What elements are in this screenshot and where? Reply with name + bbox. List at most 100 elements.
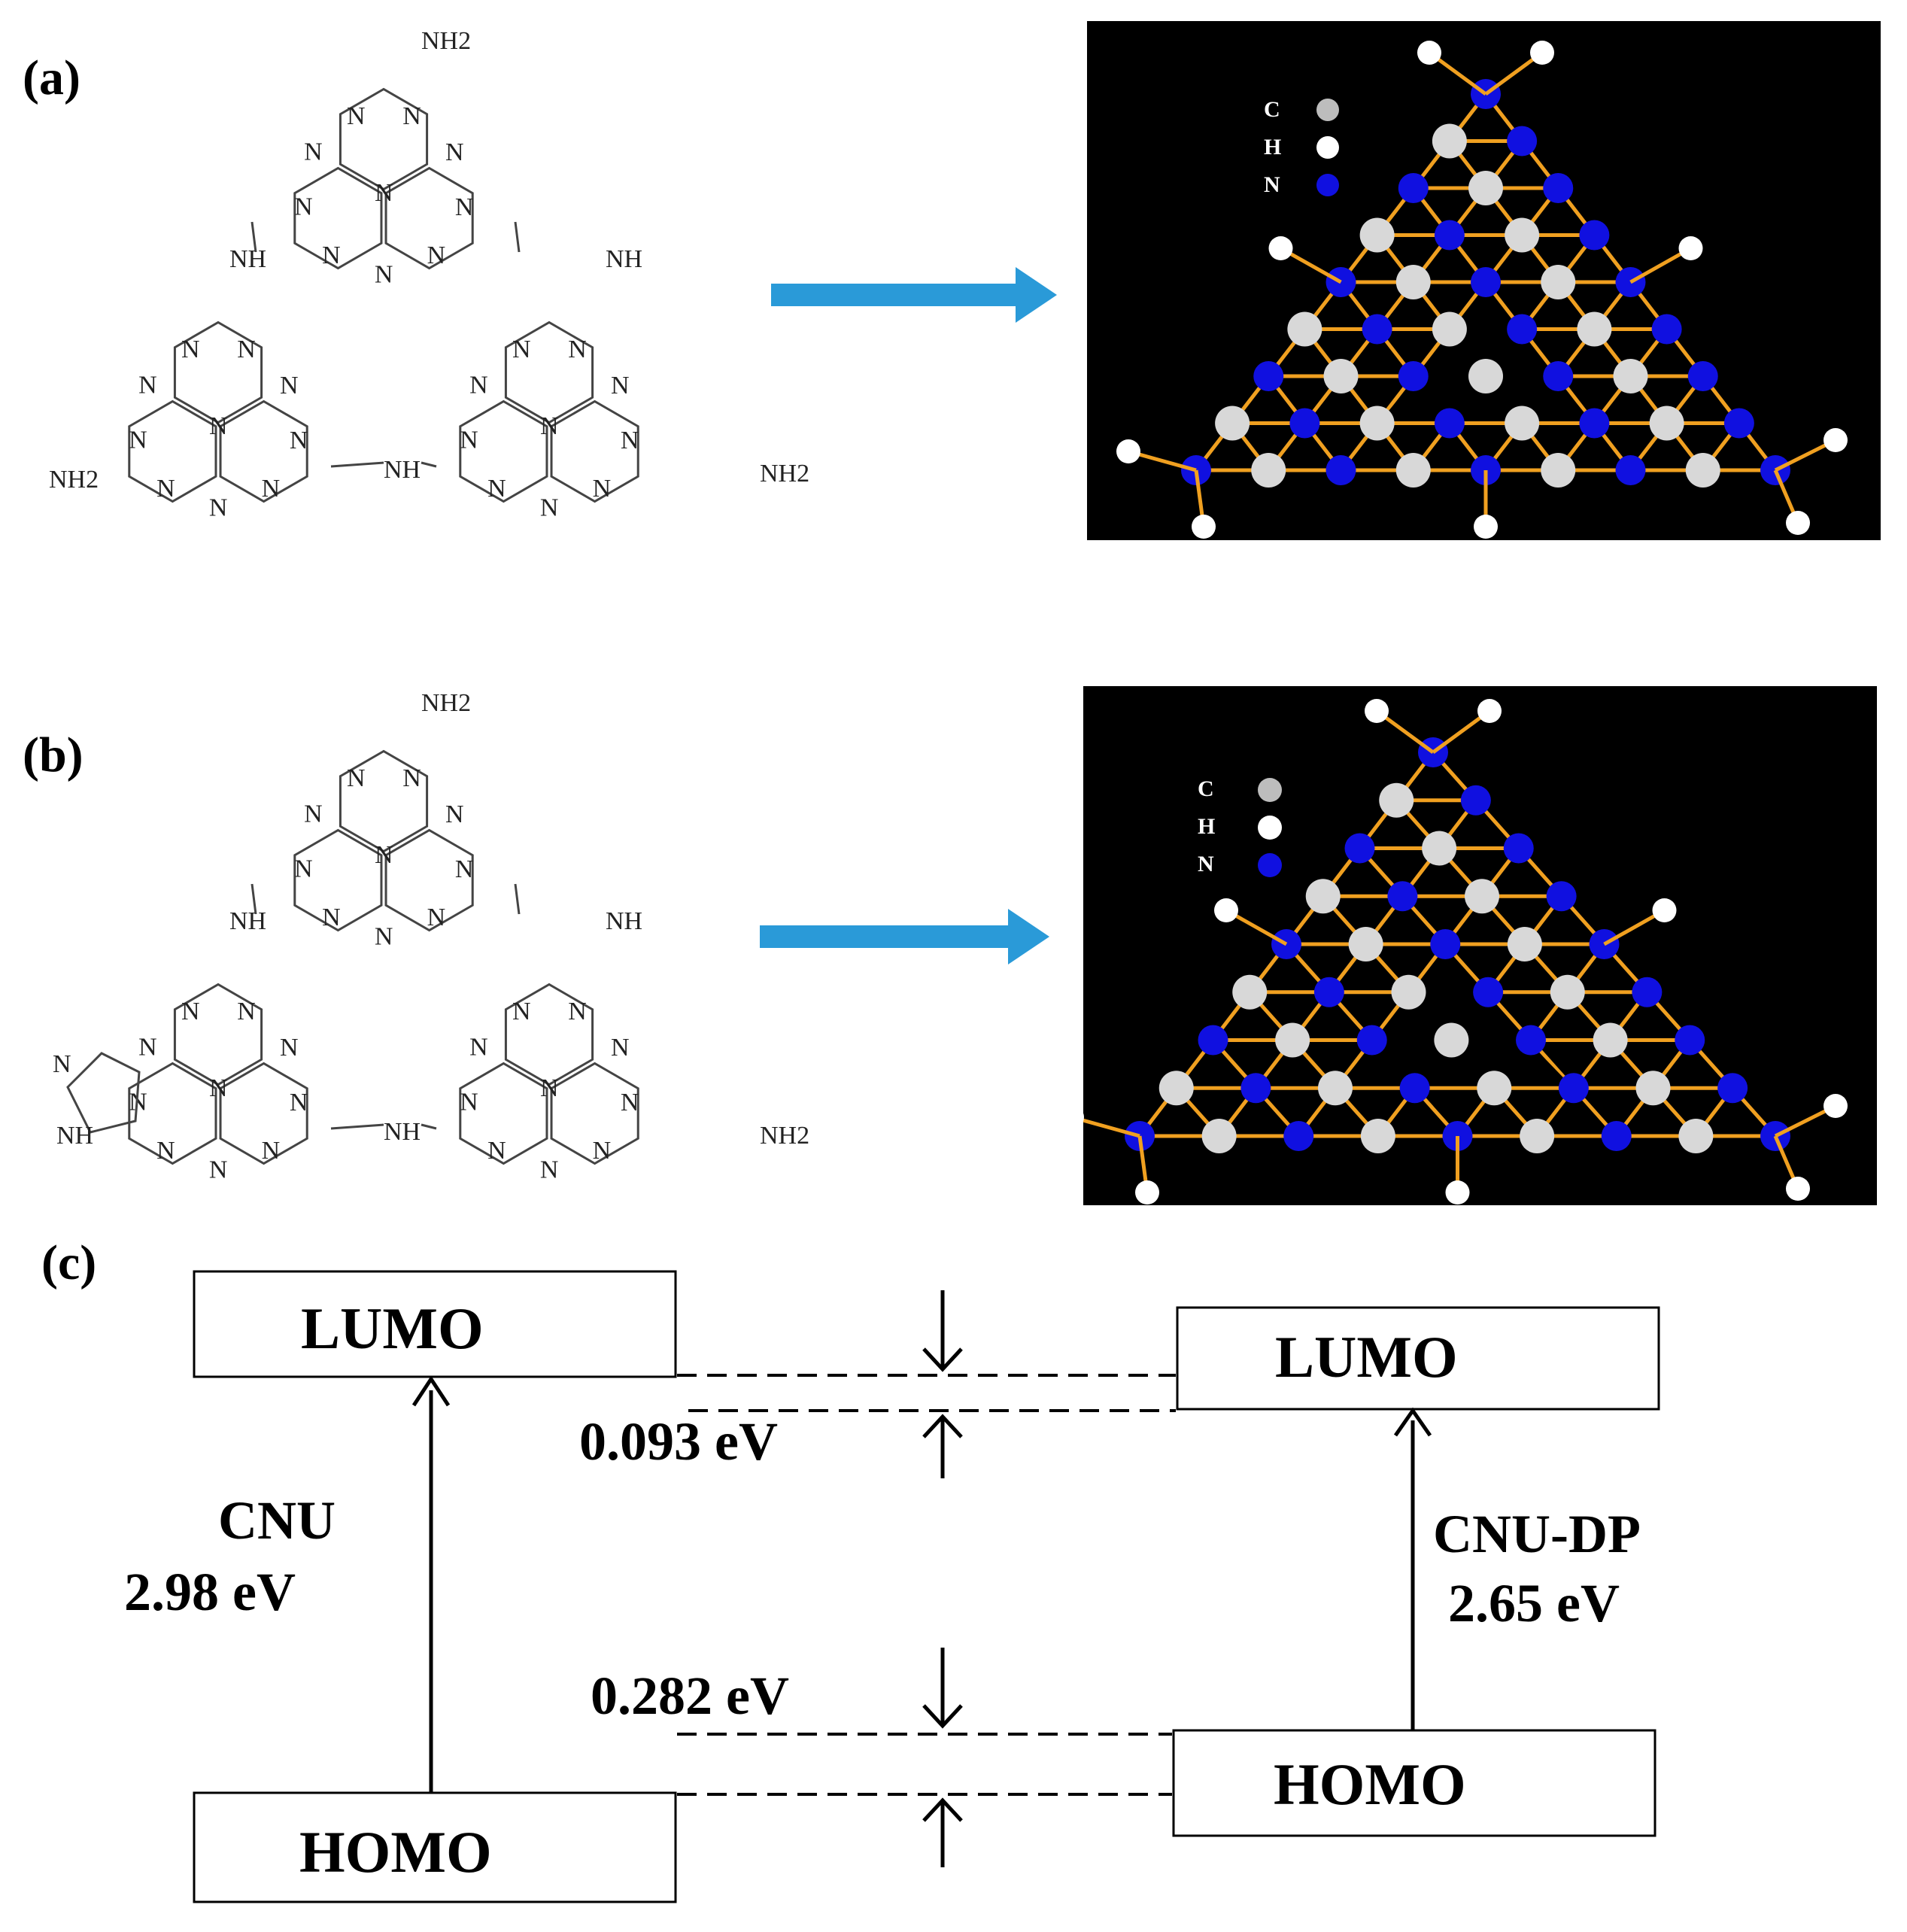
n-atom-label: N [540, 1074, 559, 1102]
nitrogen-atom [1313, 977, 1344, 1007]
n-atom-label: N [290, 1089, 308, 1116]
nitrogen-atom [1253, 361, 1284, 391]
n-atom-label: N [469, 372, 488, 399]
carbon-atom [1395, 453, 1431, 488]
n-atom-label: N [347, 764, 366, 792]
nitrogen-atom [1473, 977, 1504, 1007]
carbon-atom [1550, 974, 1585, 1010]
n-atom-label: N [487, 475, 506, 503]
nh2-label: NH2 [421, 689, 471, 717]
n-atom-label: N [181, 998, 200, 1025]
n-atom-label: N [280, 1034, 299, 1062]
carbon-atom [1465, 879, 1499, 914]
hydrogen-atom [1192, 515, 1216, 539]
legend-c-label-b: C [1198, 776, 1214, 801]
carbon-atom [1158, 1071, 1194, 1106]
panel-label-b: (b) [23, 728, 84, 782]
nitrogen-atom [1240, 1073, 1271, 1104]
hydrogen-atom [1477, 699, 1502, 723]
cnu-lumo-box [193, 1270, 677, 1378]
lumo-shift-value: 0.093 eV [579, 1411, 778, 1472]
atoms [1181, 79, 1790, 488]
n-atom-label: N [402, 102, 421, 130]
nitrogen-atom [1387, 881, 1418, 912]
carbon-atom [1432, 311, 1467, 347]
n-atom-label: N [460, 427, 478, 454]
nitrogen-atom [1325, 455, 1356, 485]
nitrogen-atom [1434, 220, 1465, 251]
cnudp-name: CNU-DP [1433, 1504, 1641, 1564]
legend-h-label-b: H [1198, 814, 1215, 839]
nh2-label: NH2 [49, 466, 99, 494]
carbon-atom [1678, 1119, 1714, 1153]
bond [514, 221, 521, 253]
n-atom-label: N [427, 904, 446, 931]
model-panel-a: C H N [1087, 21, 1881, 540]
nitrogen-atom [1471, 267, 1501, 297]
carbon-atom [1685, 453, 1720, 488]
carbon-atom [1360, 1119, 1395, 1153]
n-atom-label: N [611, 1034, 630, 1062]
bond [421, 1123, 437, 1130]
nh-label: NH [384, 1118, 421, 1146]
nitrogen-atom [1675, 1025, 1705, 1056]
carbon-atom [1305, 879, 1341, 914]
nitrogen-atom [1543, 361, 1574, 391]
n-atom-label: N [445, 800, 464, 828]
nitrogen-atom [1362, 314, 1392, 345]
nitrogen-atom [1687, 361, 1718, 391]
carbon-atom [1577, 311, 1612, 347]
n-atom-label: N [375, 923, 393, 951]
bond [421, 461, 437, 468]
nitrogen-atom [1651, 314, 1682, 345]
nitrogen-atom [1283, 1121, 1314, 1151]
carbon-atom [1649, 406, 1684, 441]
n-atom-label: N [593, 1137, 612, 1165]
model-panel-b: C H N [1060, 686, 1877, 1205]
nitrogen-atom [1723, 408, 1754, 439]
hydrogen-atom [1445, 1180, 1470, 1204]
nitrogen-atom [1430, 929, 1461, 959]
carbon-atom [1613, 359, 1648, 393]
nh-label: NH [56, 1122, 93, 1150]
arrow-b [760, 909, 1049, 964]
n-atom-label: N [621, 1089, 639, 1116]
bond [251, 221, 257, 253]
n-atom-label: N [375, 260, 393, 288]
nitrogen-atom [1615, 455, 1646, 485]
nh-label: NH [606, 245, 642, 273]
n-atom-label: N [304, 800, 323, 828]
n-atom-label: N [460, 1089, 478, 1116]
n-atom-label: N [156, 475, 175, 503]
n-atom-label: N [427, 242, 446, 269]
n-atom-label: N [53, 1050, 71, 1078]
nh-label: NH [229, 245, 266, 273]
nitrogen-atom [1344, 833, 1375, 864]
nitrogen-atom [1717, 1073, 1748, 1104]
n-atom-label: N [512, 998, 531, 1025]
n-atom-label: N [138, 1034, 157, 1062]
nitrogen-atom [1198, 1025, 1228, 1056]
nitrogen-atom [1632, 977, 1663, 1007]
hydrogen-atom [1823, 1094, 1848, 1118]
carbon-atom [1348, 927, 1383, 961]
n-atom-label: N [294, 855, 313, 883]
carbon-atom [1541, 453, 1576, 488]
carbon-atom [1468, 359, 1503, 393]
homo-shift-value: 0.282 eV [591, 1666, 789, 1726]
cnudp-gap: 2.65 eV [1448, 1573, 1620, 1633]
lumo-shift-arrows [922, 1290, 963, 1478]
hydrogen-atom [1214, 898, 1238, 922]
nitrogen-atom [1546, 881, 1577, 912]
central-void [1384, 293, 1587, 416]
hydrogen-atom [1417, 41, 1441, 65]
cnu-lumo-label: LUMO [301, 1296, 484, 1361]
carbon-atom [1391, 974, 1426, 1010]
nh-label: NH [606, 907, 642, 935]
nitrogen-atom [1434, 408, 1465, 439]
hydrogen-atom [1365, 699, 1389, 723]
nitrogen-atom [1507, 314, 1538, 345]
nitrogen-atom [1460, 785, 1491, 816]
